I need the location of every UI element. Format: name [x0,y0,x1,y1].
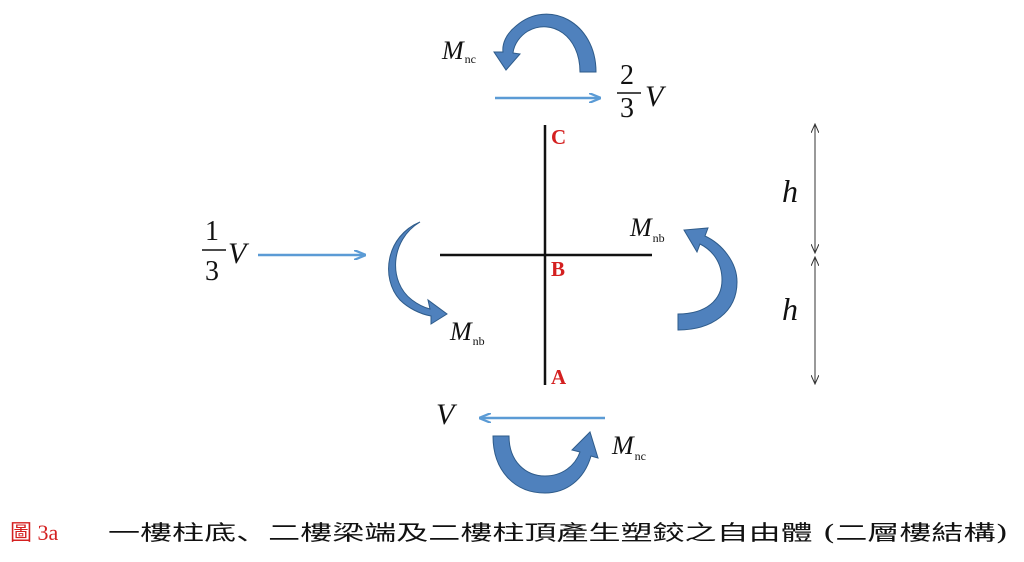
node-b-label: B [551,257,565,281]
node-a-label: A [551,365,567,389]
moment-arrow-right [677,227,738,331]
moment-label-right: Mnb [629,213,665,245]
node-c-label: C [551,125,566,149]
height-label-upper: h [782,173,798,209]
moment-arrow-top [493,13,597,73]
shear-bottom-variable: V [436,398,458,431]
moment-label-left: Mnb [449,317,485,348]
shear-left-denominator: 3 [205,256,219,287]
moment-arrow-left [388,221,448,325]
shear-top-variable: V [645,80,667,113]
shear-left-variable: V [228,237,250,270]
moment-arrow-bottom [492,431,599,494]
caption-text: 一樓柱底、二樓梁端及二樓柱頂產生塑鉸之自由體 (二層樓結構) [108,521,1008,545]
moment-label-top: Mnc [441,36,476,66]
shear-left-numerator: 1 [205,216,219,247]
height-label-lower: h [782,291,798,327]
shear-top-denominator: 3 [620,93,634,124]
caption-figure-number: 圖 3a [10,520,59,545]
shear-top-numerator: 2 [620,60,634,91]
moment-label-bottom: Mnc [611,431,646,463]
